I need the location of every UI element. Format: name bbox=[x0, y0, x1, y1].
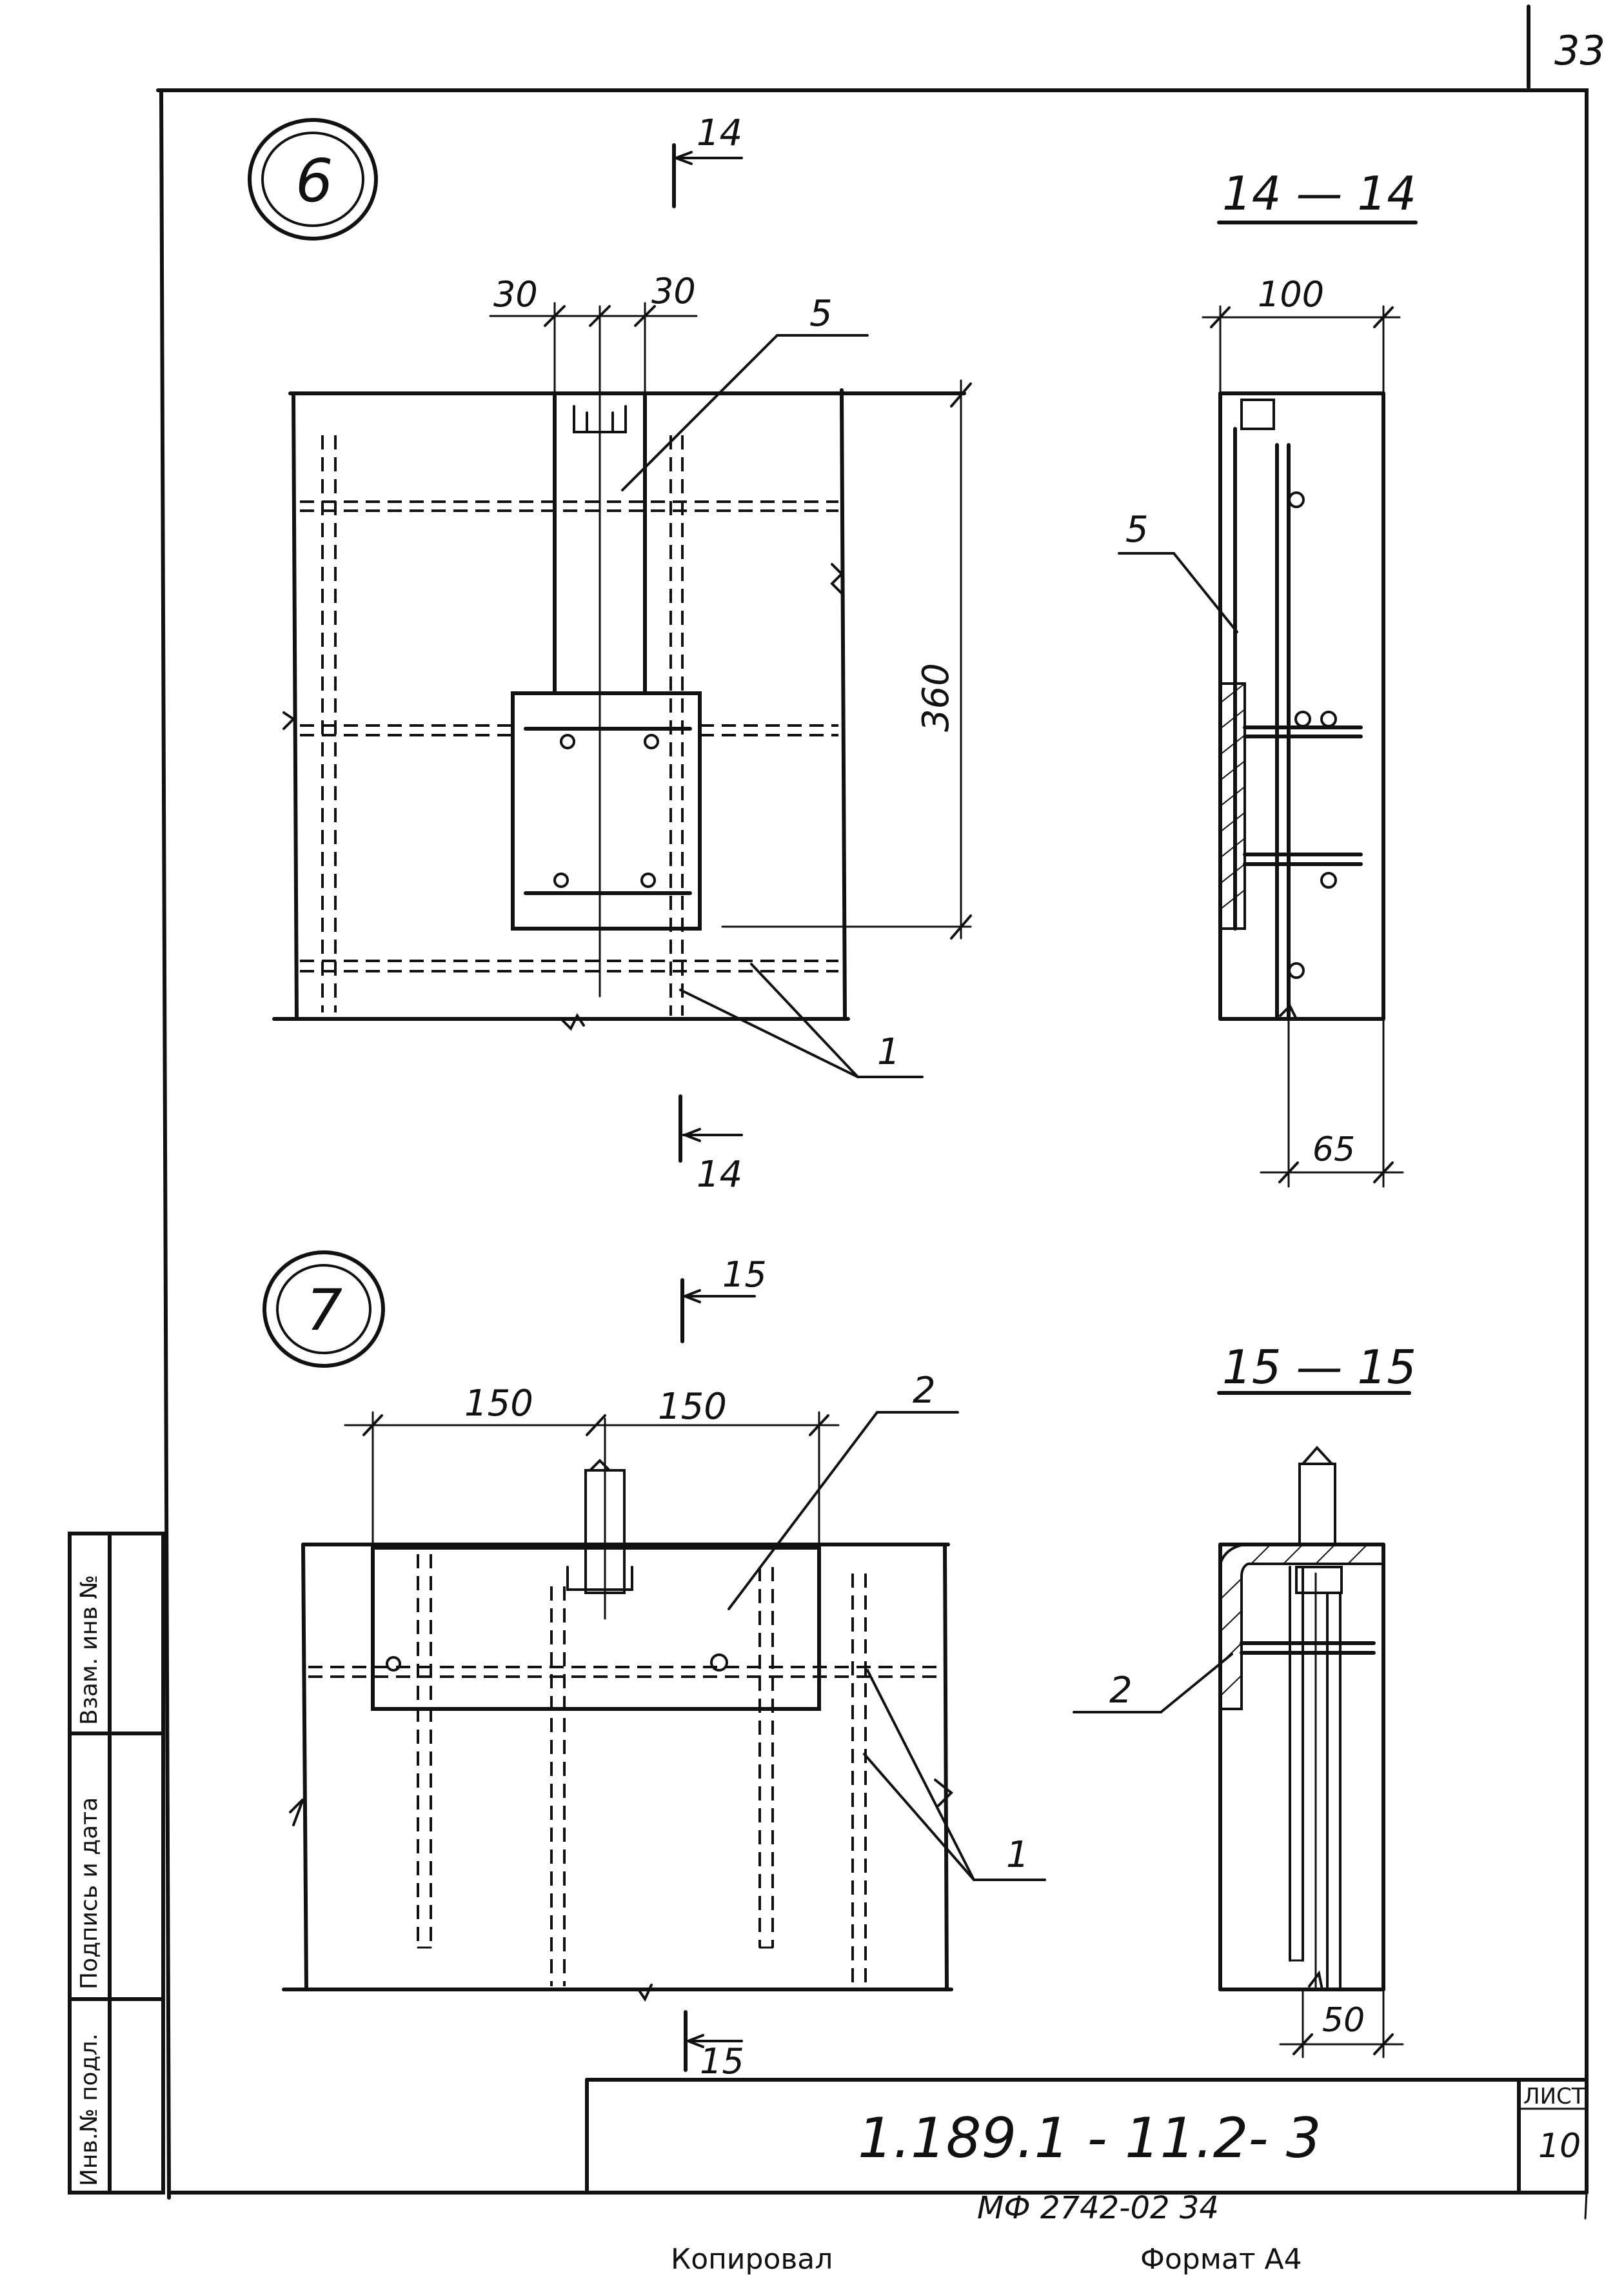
node-7: 7 15 15 bbox=[262, 1250, 1046, 2082]
node-6-dim-height: 360 bbox=[915, 663, 957, 732]
stamp-signature-date: Подпись и дата bbox=[76, 1797, 103, 1989]
copied-label: Копировал bbox=[671, 2243, 833, 2276]
footer: МФ 2742-02 34 Копировал Формат A4 bbox=[671, 2190, 1302, 2276]
section-14-title: 14 — 14 bbox=[1222, 166, 1416, 221]
list-label: ЛИСТ bbox=[1523, 2084, 1585, 2109]
node-6-dim-left: 30 bbox=[493, 274, 538, 315]
node-7-section-mark-top: 15 bbox=[722, 1254, 767, 1295]
stamp-replacing-inv: Взам. инв № bbox=[76, 1575, 103, 1725]
title-block: 1.189.1 - 11.2- 3 ЛИСТ 10 bbox=[585, 2078, 1589, 2195]
node-7-section-mark-bottom: 15 bbox=[700, 2041, 744, 2082]
page-number: 33 bbox=[1554, 27, 1605, 74]
node-6: 6 14 14 bbox=[248, 112, 972, 1196]
section-15-15: 15 — 15 bbox=[1073, 1340, 1416, 2058]
document-code: 1.189.1 - 11.2- 3 bbox=[858, 2106, 1322, 2171]
node-6-section-mark-bottom: 14 bbox=[697, 1154, 742, 1196]
node-7-dim-right: 150 bbox=[658, 1386, 727, 1428]
section-15-dim-offset: 50 bbox=[1322, 2001, 1365, 2040]
node-6-callout-5: 5 bbox=[809, 293, 833, 335]
drawing-frame bbox=[156, 88, 1589, 2220]
node-6-section-mark-top: 14 bbox=[697, 112, 742, 154]
node-7-callout-1: 1 bbox=[1006, 1834, 1029, 1876]
list-number: 10 bbox=[1538, 2127, 1581, 2166]
section-15-title: 15 — 15 bbox=[1222, 1340, 1416, 1394]
node-7-callout-2: 2 bbox=[913, 1370, 936, 1412]
page-number-box: 33 bbox=[1527, 5, 1605, 89]
section-14-dim-width: 100 bbox=[1258, 274, 1324, 315]
section-14-dim-offset: 65 bbox=[1312, 1130, 1355, 1169]
archive-code: МФ 2742-02 34 bbox=[977, 2190, 1219, 2226]
node-6-dim-right: 30 bbox=[651, 271, 696, 311]
section-14-callout-5: 5 bbox=[1125, 509, 1149, 551]
stamp-inv-number-original: Инв.№ подл. bbox=[76, 2033, 103, 2186]
node-7-label: 7 bbox=[306, 1277, 342, 1343]
node-7-dim-left: 150 bbox=[464, 1383, 533, 1425]
side-stamp: Инв.№ подл. Подпись и дата Взам. инв № bbox=[68, 1532, 165, 2195]
node-6-label: 6 bbox=[295, 146, 333, 215]
node-6-callout-1: 1 bbox=[877, 1031, 900, 1073]
section-15-callout-2: 2 bbox=[1109, 1670, 1133, 1712]
section-14-14: 14 — 14 bbox=[1118, 166, 1418, 1188]
format-label: Формат A4 bbox=[1140, 2243, 1302, 2276]
